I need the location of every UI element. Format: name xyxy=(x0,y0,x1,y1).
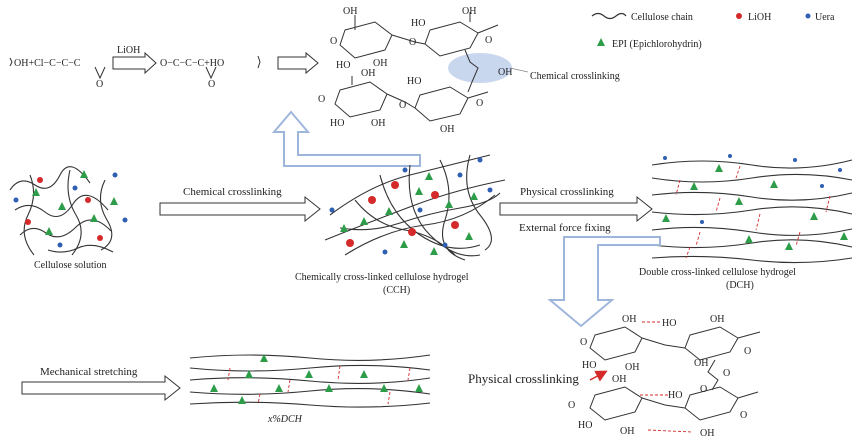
svg-text:OH: OH xyxy=(462,6,476,17)
svg-text:O: O xyxy=(485,35,492,46)
crosslink-highlight xyxy=(448,53,512,83)
svg-text:HO: HO xyxy=(578,420,592,431)
physical-crosslink-structure xyxy=(589,326,761,421)
svg-text:O: O xyxy=(330,36,337,47)
svg-text:HO: HO xyxy=(582,360,596,371)
physical-crosslinking-pointer xyxy=(589,370,608,382)
svg-text:HO: HO xyxy=(330,118,344,129)
svg-text:O: O xyxy=(700,384,707,395)
dch-physical-bonds xyxy=(675,165,831,259)
reaction-arrow xyxy=(112,51,157,75)
mechanical-stretching-arrow xyxy=(21,374,181,402)
svg-text:HO: HO xyxy=(411,18,425,29)
physical-crosslinking-arrow-label: Physical crosslinking xyxy=(520,186,614,198)
svg-text:O: O xyxy=(318,94,325,105)
legend-lioh: LiOH xyxy=(748,12,771,23)
chemical-crosslink-structure xyxy=(334,12,512,122)
svg-text:O: O xyxy=(580,337,587,348)
svg-text:OH: OH xyxy=(625,362,639,373)
cellulose-chain-icon xyxy=(591,12,627,20)
svg-text:OH: OH xyxy=(373,58,387,69)
physical-crosslinking-bottom-label: Physical crosslinking xyxy=(468,371,579,386)
svg-text:HO: HO xyxy=(662,318,676,329)
svg-text:O: O xyxy=(744,346,751,357)
cellulose-solution-label: Cellulose solution xyxy=(34,260,107,271)
svg-text:O: O xyxy=(568,400,575,411)
legend-cellulose-chain: Cellulose chain xyxy=(631,12,693,23)
dch-label: Double cross-linked cellulose hydrogel xyxy=(639,267,796,278)
svg-text:OH: OH xyxy=(700,428,714,439)
product-epoxide-o: O xyxy=(208,79,215,90)
urea-dot-icon xyxy=(805,13,811,19)
svg-text:O: O xyxy=(740,410,747,421)
zoom-arrow-down xyxy=(547,236,661,328)
cch-particles xyxy=(329,157,493,255)
chemical-crosslinking-callout: Chemical crosslinking xyxy=(530,71,620,82)
svg-text:O: O xyxy=(723,368,730,379)
dch-abbr: (DCH) xyxy=(726,280,754,291)
svg-text:OH: OH xyxy=(710,314,724,325)
svg-text:OH: OH xyxy=(361,68,375,79)
reactant-epoxide-o: O xyxy=(96,79,103,90)
reactant-text: OH+Cl−C−C−C xyxy=(14,58,81,69)
dch-network xyxy=(651,159,853,264)
svg-text:OH: OH xyxy=(612,374,626,385)
legend-urea: Uera xyxy=(815,12,835,23)
mechanical-stretching-label: Mechanical stretching xyxy=(40,366,138,378)
physical-structure-labels: OH HO OH O HO OH OH OH O O O HO O HO OH … xyxy=(568,314,751,439)
chemical-crosslinking-arrow-label: Chemical crosslinking xyxy=(183,186,282,198)
svg-text:OH: OH xyxy=(622,314,636,325)
catalyst-lioh: LiOH xyxy=(117,45,140,56)
product-text: O−C−C−C+HO xyxy=(160,58,224,69)
legend-epi: EPI (Epichlorohydrin) xyxy=(612,39,702,50)
chemical-structure-labels: OH O HO OH O OH HO O OH OH O HO OH O HO … xyxy=(318,6,620,135)
svg-text:OH: OH xyxy=(694,358,708,369)
reaction-equation: OH+Cl−C−C−C O LiOH O−C−C−C+HO O xyxy=(9,45,319,90)
svg-text:OH: OH xyxy=(343,6,357,17)
cch-network xyxy=(324,154,506,261)
cch-abbr: (CCH) xyxy=(383,285,410,296)
svg-text:OH: OH xyxy=(498,67,512,78)
physical-crosslinking-arrow xyxy=(499,195,653,223)
xdch-network xyxy=(189,354,431,408)
svg-text:OH: OH xyxy=(371,118,385,129)
physical-bond-lines xyxy=(640,321,693,433)
cch-label: Chemically cross-linked cellulose hydrog… xyxy=(295,272,469,283)
legend: Cellulose chain LiOH Uera EPI (Epichloro… xyxy=(591,12,835,50)
svg-text:HO: HO xyxy=(668,390,682,401)
svg-text:O: O xyxy=(476,98,483,109)
structure-arrow xyxy=(277,51,319,75)
xdch-particles xyxy=(210,354,423,404)
cellulose-solution-particles xyxy=(13,170,128,248)
cellulose-solution-network xyxy=(9,166,114,256)
svg-text:O: O xyxy=(409,37,416,48)
epi-triangle-icon xyxy=(597,38,605,46)
xdch-physical-bonds xyxy=(227,365,411,405)
zoom-arrow-up xyxy=(271,110,421,167)
svg-text:OH: OH xyxy=(620,426,634,437)
dch-particles xyxy=(662,154,848,250)
svg-text:HO: HO xyxy=(407,76,421,87)
xdch-label: x%DCH xyxy=(267,414,303,425)
external-force-fixing-label: External force fixing xyxy=(519,222,611,234)
chemical-crosslinking-arrow xyxy=(159,195,321,223)
lioh-dot-icon xyxy=(736,13,742,19)
svg-text:OH: OH xyxy=(440,124,454,135)
svg-text:HO: HO xyxy=(336,60,350,71)
svg-text:O: O xyxy=(399,100,406,111)
